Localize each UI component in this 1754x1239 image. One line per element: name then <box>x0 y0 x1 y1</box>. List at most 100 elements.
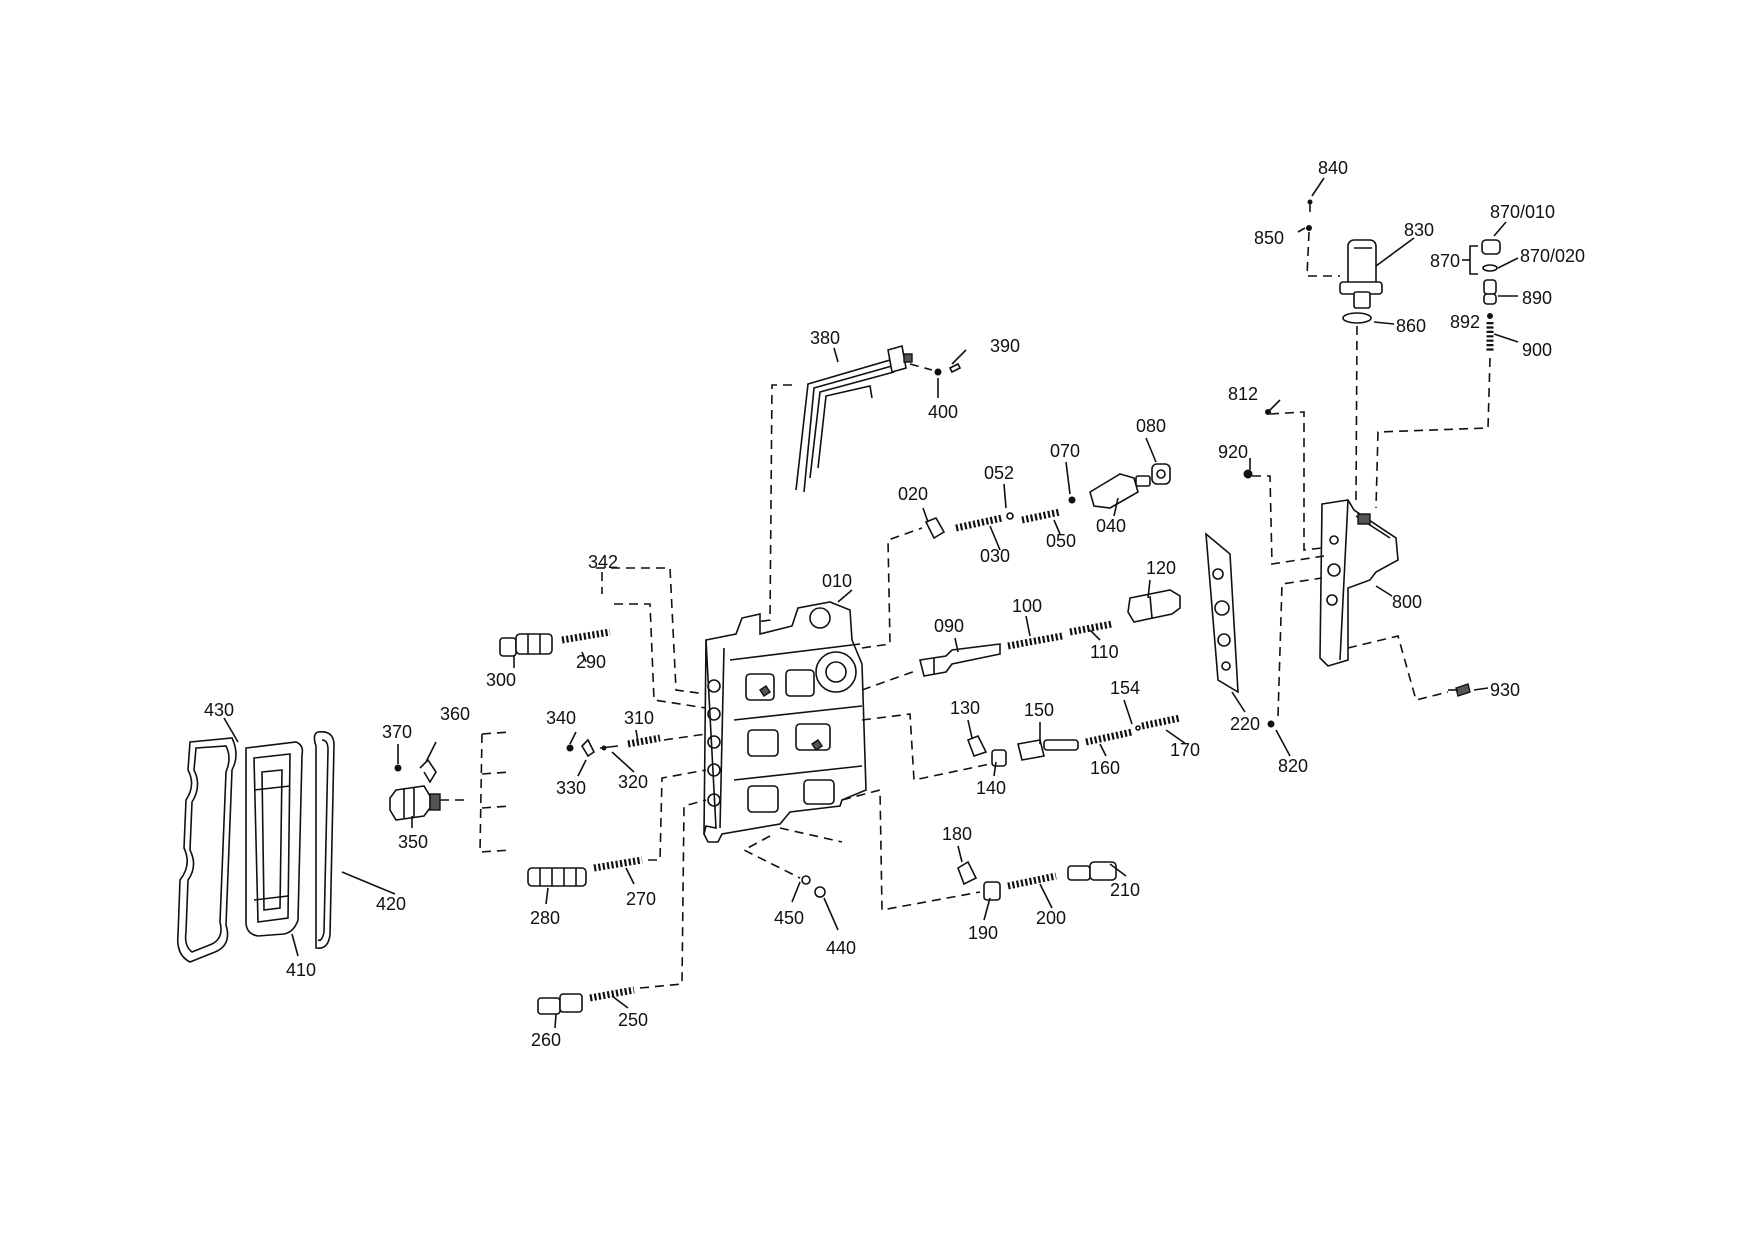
label-030: 030 <box>980 546 1010 566</box>
part-130-plate <box>966 734 988 758</box>
part-400-plug <box>934 368 942 376</box>
part-170-spring <box>1141 714 1181 730</box>
part-052-ring <box>1006 512 1014 520</box>
part-870-020-ring <box>1482 264 1498 272</box>
part-370-screw <box>394 764 402 772</box>
part-430-gasket <box>176 737 237 963</box>
label-850: 850 <box>1254 228 1284 248</box>
part-892-ball <box>1487 313 1493 319</box>
label-920: 920 <box>1218 442 1248 462</box>
label-860: 860 <box>1396 316 1426 336</box>
part-120-valve <box>1127 589 1181 623</box>
part-870-010-valve <box>1481 239 1501 255</box>
label-310: 310 <box>624 708 654 728</box>
label-930: 930 <box>1490 680 1520 700</box>
part-100-spring <box>1007 632 1063 650</box>
label-270: 270 <box>626 889 656 909</box>
part-830-solenoid <box>1339 239 1383 309</box>
label-900: 900 <box>1522 340 1552 360</box>
label-440: 440 <box>826 938 856 958</box>
label-180: 180 <box>942 824 972 844</box>
label-080: 080 <box>1136 416 1166 436</box>
label-330: 330 <box>556 778 586 798</box>
part-330-spring <box>580 738 596 758</box>
label-370: 370 <box>382 722 412 742</box>
label-420: 420 <box>376 894 406 914</box>
part-350-switch <box>389 785 441 821</box>
label-070: 070 <box>1050 441 1080 461</box>
label-300: 300 <box>486 670 516 690</box>
label-290: 290 <box>576 652 606 672</box>
label-170: 170 <box>1170 740 1200 760</box>
label-320: 320 <box>618 772 648 792</box>
part-380-harness <box>795 344 913 493</box>
label-150: 150 <box>1024 700 1054 720</box>
label-250: 250 <box>618 1010 648 1030</box>
part-800-housing <box>1319 499 1399 667</box>
part-270-spring <box>593 856 643 872</box>
label-010: 010 <box>822 571 852 591</box>
part-020-plate <box>924 516 946 540</box>
part-890-sleeve <box>1483 279 1497 305</box>
label-210: 210 <box>1110 880 1140 900</box>
label-130: 130 <box>950 698 980 718</box>
label-020: 020 <box>898 484 928 504</box>
label-260: 260 <box>531 1030 561 1050</box>
part-150-piston <box>1017 739 1079 761</box>
part-010-valve-body <box>703 601 867 843</box>
part-030-spring <box>955 514 1003 532</box>
part-860-oring <box>1342 312 1372 324</box>
label-360: 360 <box>440 704 470 724</box>
part-040-valve <box>1089 473 1151 509</box>
part-250-spring <box>589 986 635 1002</box>
part-410-cover <box>245 741 304 937</box>
part-160-spring <box>1085 728 1133 746</box>
label-890: 890 <box>1522 288 1552 308</box>
label-342: 342 <box>588 552 618 572</box>
part-300-plug <box>499 633 553 657</box>
label-450: 450 <box>774 908 804 928</box>
label-200: 200 <box>1036 908 1066 928</box>
part-140-plug <box>991 749 1007 767</box>
label-140: 140 <box>976 778 1006 798</box>
assembly-lines <box>440 231 1491 989</box>
label-870-010: 870/010 <box>1490 202 1555 222</box>
part-310-spring <box>627 734 661 748</box>
label-870-020: 870/020 <box>1520 246 1585 266</box>
part-320-pin <box>599 745 619 751</box>
part-090-spool <box>919 643 1001 677</box>
part-920-plug <box>1243 469 1253 479</box>
part-210-piston <box>1067 861 1117 881</box>
part-340-ball <box>566 744 574 752</box>
label-840: 840 <box>1318 158 1348 178</box>
label-040: 040 <box>1096 516 1126 536</box>
label-892: 892 <box>1450 312 1480 332</box>
part-930-screw <box>1448 683 1471 697</box>
part-290-spring <box>561 628 611 644</box>
part-812-screw <box>1265 409 1271 415</box>
label-090: 090 <box>934 616 964 636</box>
part-440-ball <box>814 886 826 898</box>
part-070-ball <box>1068 496 1076 504</box>
label-120: 120 <box>1146 558 1176 578</box>
leader-lines <box>223 177 1519 1029</box>
label-380: 380 <box>810 328 840 348</box>
part-190-plug <box>983 881 1001 901</box>
part-154-ring <box>1135 725 1141 731</box>
label-190: 190 <box>968 923 998 943</box>
part-110-spring <box>1069 620 1113 636</box>
label-820: 820 <box>1278 756 1308 776</box>
label-870: 870 <box>1430 251 1460 271</box>
label-154: 154 <box>1110 678 1140 698</box>
part-450-ring <box>801 875 811 885</box>
label-812: 812 <box>1228 384 1258 404</box>
part-360-clip <box>419 758 437 784</box>
part-180-plate <box>957 860 978 886</box>
part-840-screw <box>1307 199 1313 212</box>
part-820-screw <box>1267 720 1275 728</box>
label-830: 830 <box>1404 220 1434 240</box>
part-050-spring <box>1021 508 1061 524</box>
label-100: 100 <box>1012 596 1042 616</box>
label-280: 280 <box>530 908 560 928</box>
label-390: 390 <box>990 336 1020 356</box>
